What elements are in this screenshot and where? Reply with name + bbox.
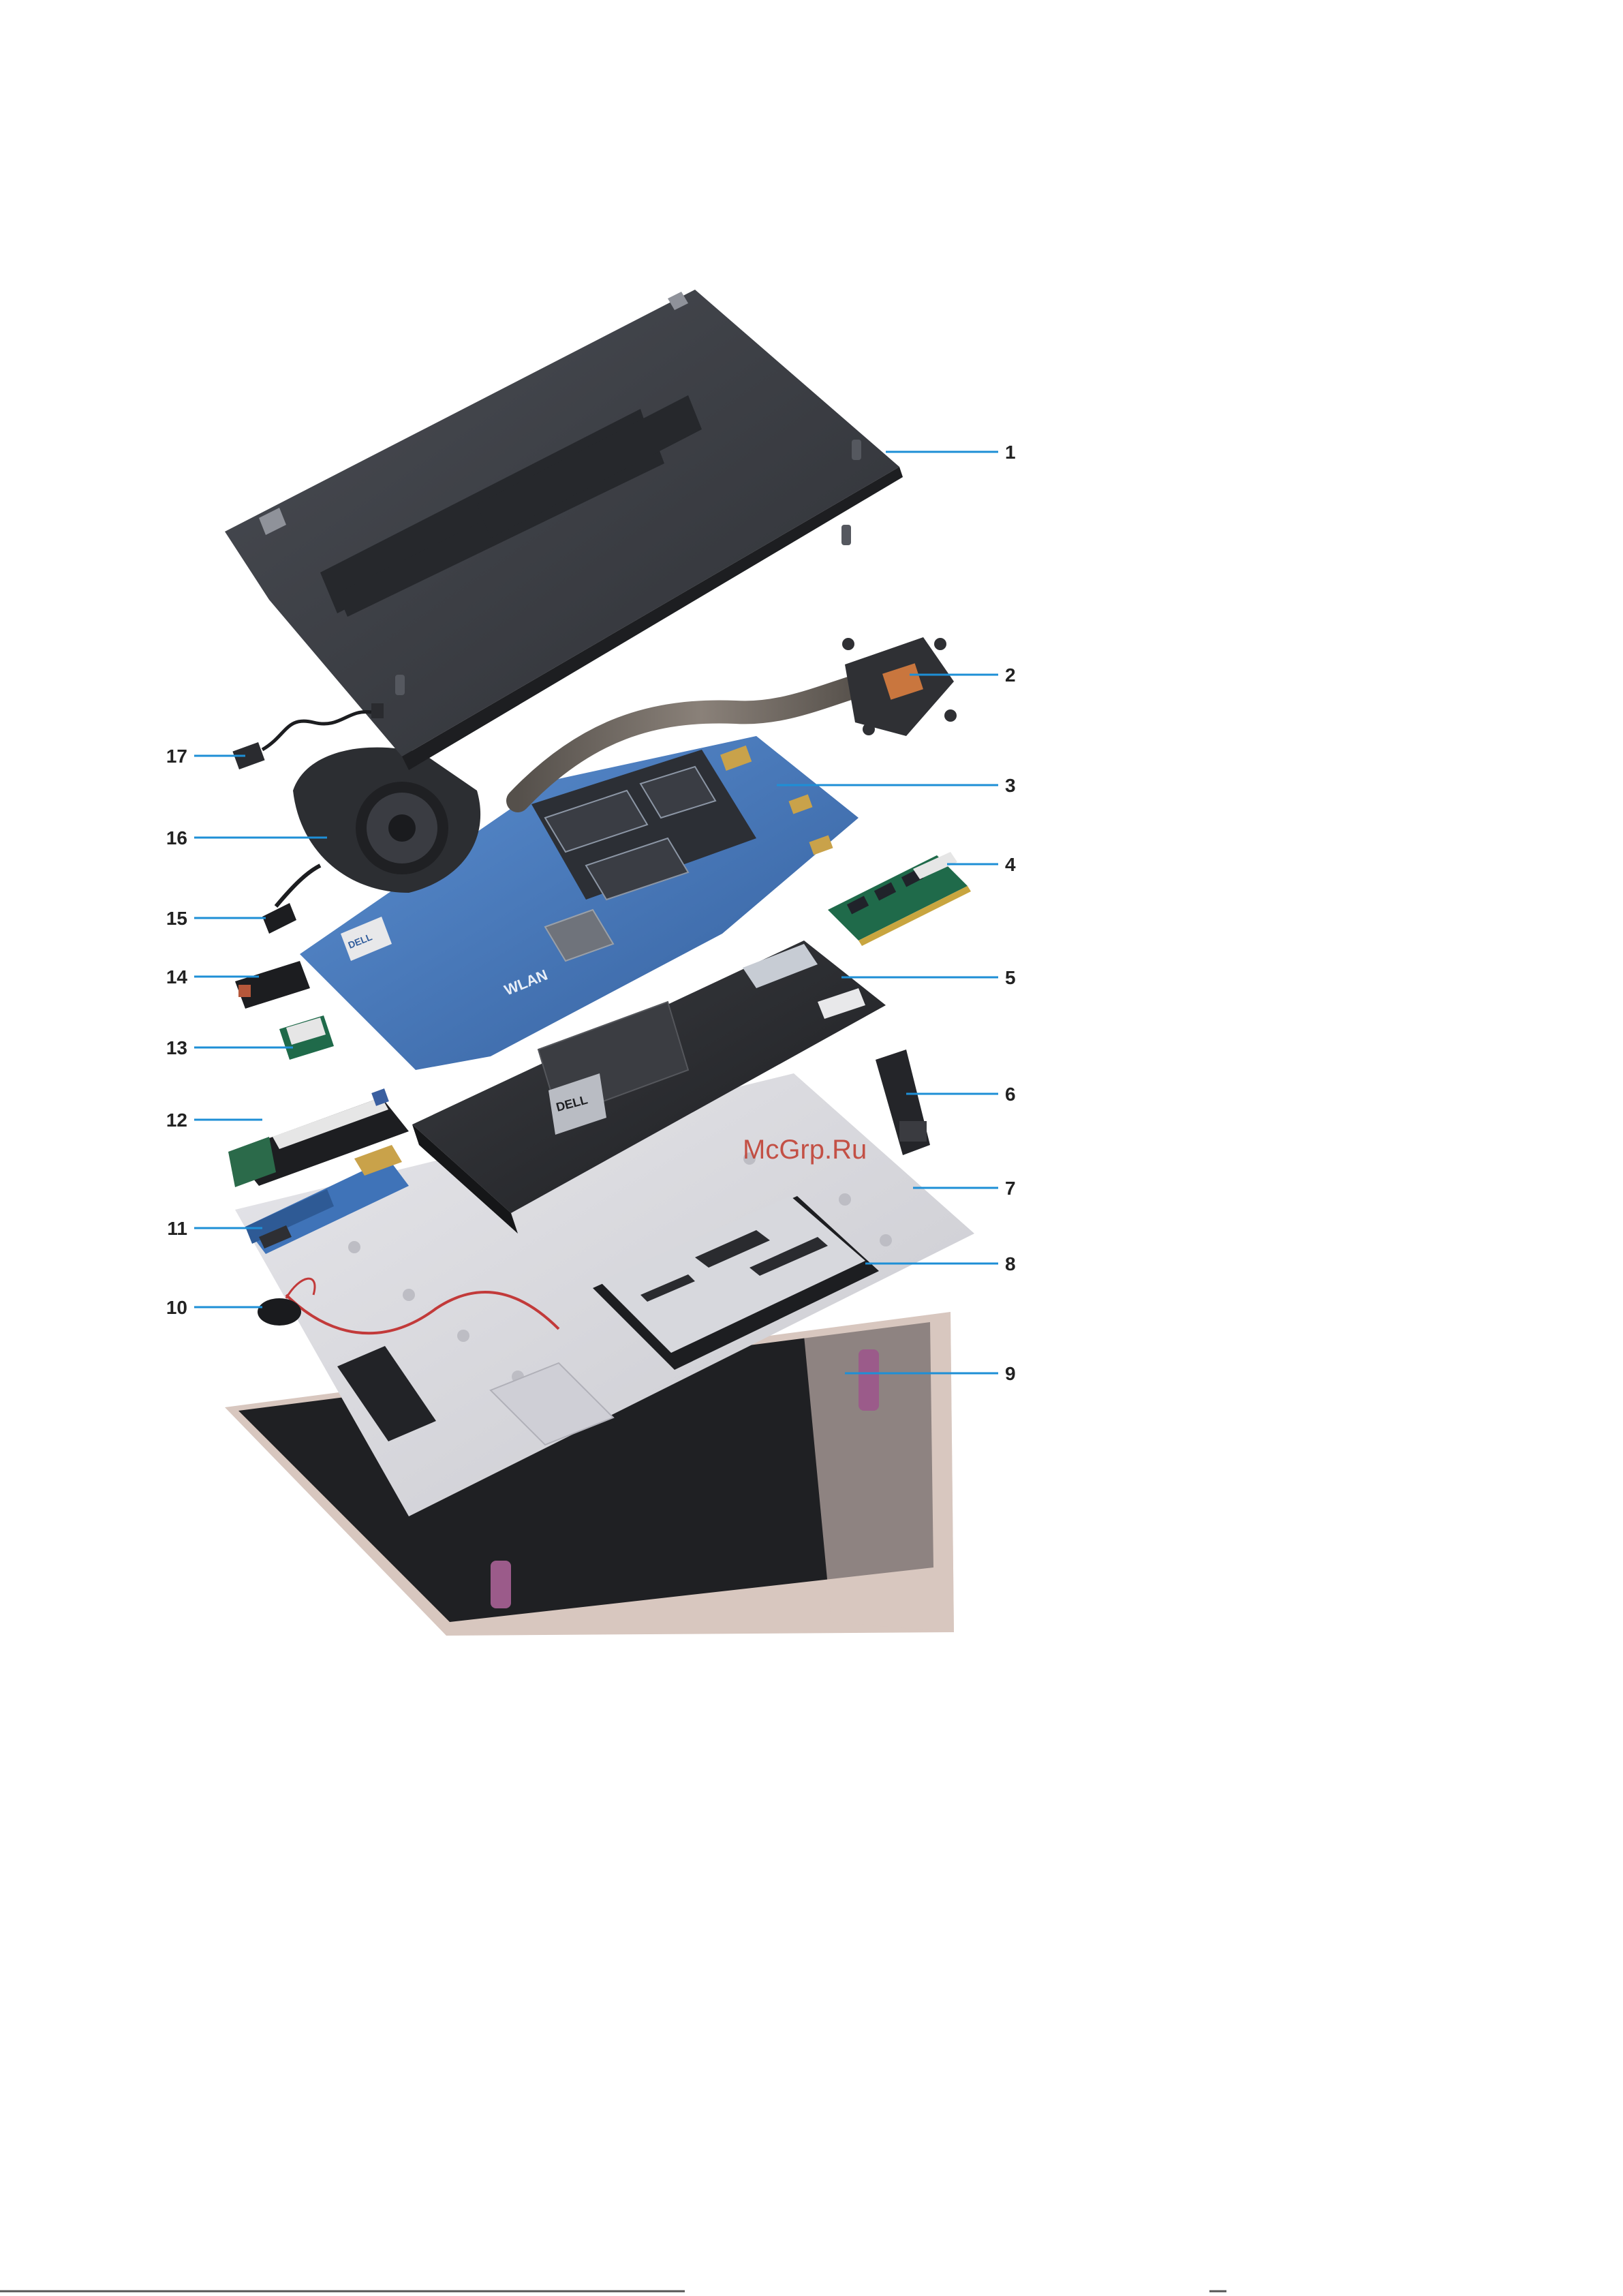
callout-16: 16 [166,827,187,848]
callout-17: 17 [166,746,187,767]
memory-module [828,852,971,946]
callout-13: 13 [166,1037,187,1058]
callout-9: 9 [1005,1363,1016,1384]
callout-7: 7 [1005,1178,1016,1199]
m2-card-14 [235,961,310,1009]
callout-2: 2 [1005,664,1016,686]
callout-5: 5 [1005,967,1016,988]
callout-3: 3 [1005,775,1016,796]
callout-10: 10 [166,1297,187,1318]
fan [293,748,480,893]
callout-11: 11 [167,1218,187,1239]
callout-15: 15 [166,908,187,929]
callout-6: 6 [1005,1084,1016,1105]
callout-8: 8 [1005,1253,1016,1274]
callout-1: 1 [1005,442,1016,463]
watermark: McGrp.Ru [743,1135,867,1165]
callout-12: 12 [166,1109,187,1131]
callout-4: 4 [1005,854,1016,875]
callout-14: 14 [166,966,188,988]
speaker-right [876,1050,930,1155]
wlan-card-13 [279,1015,334,1060]
power-button-board [262,866,320,934]
